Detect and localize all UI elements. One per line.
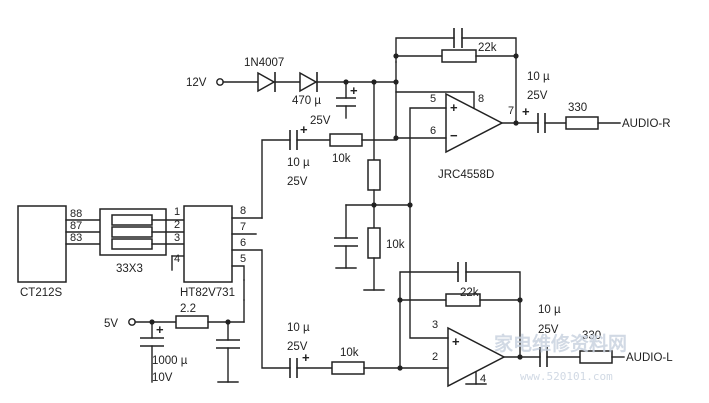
svg-text:10k: 10k [340, 347, 359, 359]
svg-text:3: 3 [432, 319, 438, 331]
opamp-top: JRC4558D + − 5 6 8 7 + 10 µ 25V 330 AUDI… [393, 61, 671, 206]
top-feedback-network: 22k [393, 28, 519, 123]
svg-text:8: 8 [478, 93, 484, 105]
svg-text:25V: 25V [527, 90, 548, 102]
supply-12v: 12V 1N4007 + 470 µ 25V [186, 57, 399, 127]
svg-text:2.2: 2.2 [180, 303, 196, 315]
svg-text:5: 5 [430, 93, 436, 105]
watermark-url: www.520101.com [520, 370, 613, 383]
svg-text:87: 87 [70, 220, 82, 232]
resistor-network-33x3: 33X3 1 2 3 4 [99, 206, 185, 275]
label-470u: 470 µ [292, 95, 321, 107]
svg-text:+: + [302, 350, 310, 365]
label-audio-l: AUDIO-L [626, 352, 673, 364]
svg-text:10 µ: 10 µ [287, 322, 310, 334]
svg-text:10 µ: 10 µ [538, 304, 561, 316]
opamp-bottom: + 3 2 4 10 µ 25V 330 AUDIO-L [397, 204, 673, 388]
svg-text:4: 4 [480, 373, 486, 385]
svg-text:10V: 10V [152, 372, 173, 384]
svg-text:+: + [350, 83, 358, 98]
svg-text:7: 7 [508, 105, 514, 117]
svg-text:88: 88 [70, 208, 82, 220]
terminal-12v [216, 78, 224, 86]
supply-5v: 5V 2.2 + 1000 µ 10V [104, 303, 245, 384]
svg-text:33X3: 33X3 [116, 263, 143, 275]
svg-text:330: 330 [582, 330, 601, 342]
input-left: + 10 µ 25V 10k [287, 322, 401, 378]
svg-text:25V: 25V [538, 324, 559, 336]
svg-text:25V: 25V [287, 341, 308, 353]
resistor-330-r [565, 116, 599, 130]
terminal-5v [128, 318, 136, 326]
svg-text:1: 1 [174, 206, 180, 218]
svg-text:25V: 25V [287, 176, 308, 188]
svg-text:3: 3 [174, 232, 180, 244]
ic-ht82v731: HT82V731 8 7 6 5 [180, 205, 291, 369]
svg-text:+: + [522, 104, 530, 119]
diode-1n4007-b [299, 71, 318, 93]
label-jrc4558d: JRC4558D [438, 169, 494, 181]
svg-text:10k: 10k [332, 153, 351, 165]
watermark: 家电维修资料网 www.520101.com [494, 332, 627, 383]
resistor-22k-top [441, 49, 477, 63]
svg-text:+: + [156, 322, 164, 337]
svg-text:7: 7 [240, 221, 246, 233]
svg-text:+: + [300, 122, 308, 137]
svg-text:5V: 5V [104, 318, 118, 330]
label-audio-r: AUDIO-R [622, 118, 671, 130]
svg-text:10k: 10k [386, 239, 405, 251]
svg-text:6: 6 [430, 125, 436, 137]
label-22k-top: 22k [478, 42, 497, 54]
svg-text:1000 µ: 1000 µ [152, 355, 188, 367]
resistor-bias-top [367, 159, 381, 191]
input-right: + 10 µ 25V 10k 10k [261, 81, 413, 291]
label-470u-volt: 25V [310, 115, 331, 127]
ic-ct212s: CT212S 88 87 83 [17, 205, 113, 299]
resistor-10k-in-r [329, 133, 363, 147]
svg-text:10 µ: 10 µ [527, 71, 550, 83]
svg-text:+: + [452, 334, 460, 349]
bottom-feedback-network: 22k [397, 262, 523, 357]
svg-text:10 µ: 10 µ [287, 157, 310, 169]
label-12v: 12V [186, 77, 207, 89]
resistor-10k-bias [367, 227, 381, 259]
ct212s-body [17, 205, 67, 283]
svg-text:4: 4 [174, 253, 180, 265]
diode-1n4007-a [257, 71, 276, 93]
svg-text:330: 330 [568, 102, 587, 114]
label-1n4007: 1N4007 [244, 57, 284, 69]
svg-text:8: 8 [240, 205, 246, 217]
svg-text:2: 2 [174, 219, 180, 231]
svg-text:6: 6 [240, 237, 246, 249]
svg-text:83: 83 [70, 232, 82, 244]
ht82v731-body [183, 205, 233, 283]
resistor-2-2 [175, 315, 209, 329]
svg-text:5: 5 [240, 253, 246, 265]
svg-text:22k: 22k [460, 287, 479, 299]
resistor-10k-in-l [331, 361, 365, 375]
watermark-text: 家电维修资料网 [494, 332, 627, 355]
svg-text:+: + [450, 100, 458, 115]
svg-text:HT82V731: HT82V731 [180, 287, 235, 299]
svg-text:2: 2 [432, 351, 438, 363]
svg-text:CT212S: CT212S [20, 287, 63, 299]
svg-text:−: − [450, 128, 458, 143]
